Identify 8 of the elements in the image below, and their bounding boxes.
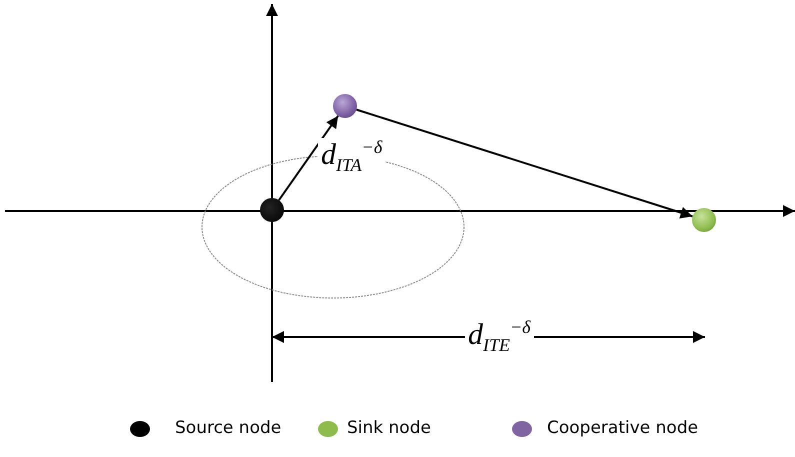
- legend-label: Cooperative node: [547, 418, 698, 438]
- legend-label: Sink node: [347, 418, 431, 438]
- cooperative-node: [333, 94, 357, 118]
- arrow: [356, 108, 693, 218]
- arrow: [278, 115, 339, 201]
- source-node: [260, 198, 284, 222]
- sink-node: [692, 208, 716, 232]
- legend-label: Source node: [175, 418, 282, 438]
